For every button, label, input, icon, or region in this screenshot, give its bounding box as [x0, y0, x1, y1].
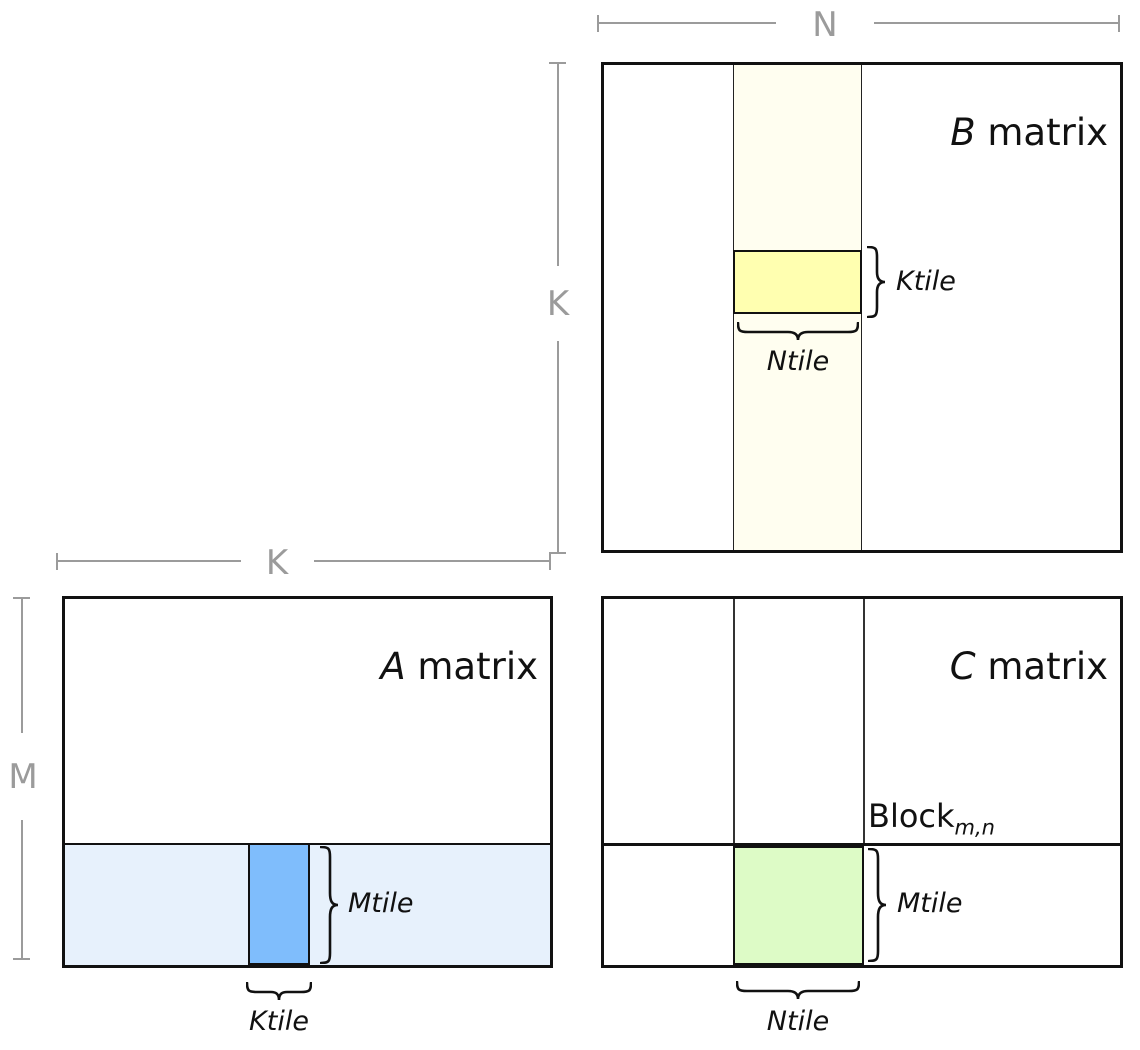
c-matrix-title: C matrix — [879, 611, 1108, 722]
b-ktile-label: Ktile — [896, 266, 956, 297]
dim-ka-line-right — [314, 560, 551, 562]
dim-ka-line-left — [57, 560, 241, 562]
c-column-line-right — [863, 599, 865, 843]
b-matrix: B matrix — [601, 62, 1123, 553]
dim-n-tick-right — [1118, 15, 1120, 32]
dim-label-m: M — [8, 757, 38, 797]
dim-m-line-bottom — [21, 820, 23, 960]
c-matrix-title-word: matrix — [975, 645, 1108, 688]
b-ntile-label: Ntile — [766, 346, 830, 377]
c-column-line-left — [733, 599, 735, 843]
dim-kb-line-bottom — [557, 341, 559, 553]
c-mtile-label: Mtile — [897, 888, 963, 919]
dim-n-line-right — [874, 22, 1120, 24]
a-mtile-label: Mtile — [348, 888, 414, 919]
c-ntile-brace-icon — [736, 981, 860, 1000]
a-matrix-title: A matrix — [310, 611, 538, 722]
dim-ka-tick-right — [549, 553, 551, 570]
c-row-divider — [604, 843, 1120, 846]
dim-label-k-a: K — [265, 543, 289, 583]
b-matrix-title-letter: B — [950, 111, 976, 154]
dim-label-n: N — [812, 5, 838, 45]
dim-kb-line-top — [557, 63, 559, 266]
dim-kb-tick-bottom — [549, 552, 566, 554]
b-ktile-brace-icon — [867, 246, 886, 318]
c-block-label-base: Block — [868, 797, 955, 835]
c-mtile-brace-icon — [868, 848, 887, 962]
c-matrix-title-letter: C — [949, 645, 976, 688]
dim-m-tick-bottom — [13, 958, 30, 960]
c-block-tile — [733, 846, 864, 965]
a-ktile-tile — [248, 843, 310, 965]
c-block-label-subscript: m,n — [954, 815, 995, 840]
a-matrix-title-letter: A — [380, 645, 406, 688]
c-matrix: Blockm,n C matrix — [601, 596, 1123, 968]
c-ntile-label: Ntile — [766, 1006, 830, 1037]
dim-label-k-b: K — [546, 284, 570, 324]
b-matrix-title: B matrix — [880, 77, 1108, 188]
dim-m-line-top — [21, 598, 23, 733]
b-matrix-title-word: matrix — [975, 111, 1108, 154]
a-ktile-brace-icon — [246, 982, 312, 1001]
dim-n-line-left — [598, 22, 776, 24]
b-ktile-tile — [733, 250, 862, 314]
c-block-label: Blockm,n — [868, 797, 995, 840]
a-mtile-brace-icon — [320, 846, 339, 964]
b-ntile-brace-icon — [737, 322, 859, 341]
a-matrix-title-word: matrix — [405, 645, 538, 688]
a-matrix: A matrix — [62, 596, 553, 968]
a-ktile-label: Ktile — [249, 1006, 309, 1037]
